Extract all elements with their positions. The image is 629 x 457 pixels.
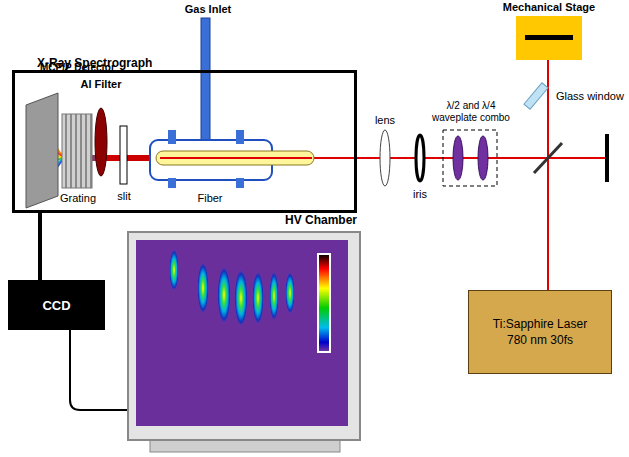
glass-window [524,83,548,110]
gas-cell [236,178,244,188]
waveplates [443,130,497,186]
slit [120,126,127,184]
harmonic-spots [252,270,264,326]
end-mirror [605,134,609,182]
al-filter [95,108,107,176]
lens-label: lens [365,114,405,126]
laser-box: Ti:Sapphire Laser780 nm 30fs [468,290,612,374]
monitor-cable [70,330,130,410]
al-filter [95,108,107,176]
al-filter-label: Al Filter [66,78,136,90]
monitor [128,232,360,440]
harmonic-spots [169,248,179,292]
laser-box-text: Ti:Sapphire Laser [493,316,587,332]
lens [380,130,390,186]
harmonic-spots [285,271,295,315]
monitor [128,232,360,452]
glass-window [524,83,548,110]
monitor [318,254,330,352]
ccd-camera: CCD [8,280,105,330]
mechanical-stage: Mechanical Stage [516,16,582,60]
mcp-detector-text: MCP/P Detector [40,62,115,73]
detector-cable [38,210,42,280]
laser-beam [102,155,155,161]
hv-chamber: X-Ray SpectrographHV ChamberMCP/P Detect… [12,70,357,213]
ccd-camera-text: CCD [42,298,70,313]
gas-cell [236,130,244,144]
laser-beam [547,158,549,290]
gas-inlet-pipe [201,18,210,142]
laser-box-text: 780 nm 30fs [507,332,573,348]
gas-inlet-pipe [201,18,210,142]
beam-splitter [534,143,562,173]
hollow-fiber [156,151,314,165]
harmonic-spots [234,268,248,328]
waveplate-label: λ/2 and λ/4 waveplate combo [424,100,518,124]
stage-block [525,35,573,40]
waveplates [478,136,488,180]
monitor [136,240,348,426]
gas-inlet-label: Gas Inlet [160,3,256,15]
glass-window-label: Glass window [556,90,628,102]
beam-splitter [534,143,562,173]
iris-label: iris [400,188,440,200]
harmonic-spots [269,270,279,322]
harmonic-spots [217,265,231,325]
end-mirror [605,134,609,182]
hollow-fiber [160,157,312,159]
grating [62,114,92,188]
detector-plate [26,93,58,208]
mechanical-stage-text: Mechanical Stage [503,1,595,13]
gas-cell [168,178,176,188]
mcp-detector: MCP/P Detector [18,76,74,210]
fiber-label: Fiber [185,192,235,204]
hv-chamber-text: HV Chamber [285,213,357,227]
lens [380,130,390,186]
iris [416,135,424,181]
stage-block [516,16,582,60]
iris [416,135,424,181]
slit [120,126,127,184]
grating [62,114,92,188]
harmonic-spots [197,261,209,315]
hollow-fiber [156,151,314,165]
harmonic-spots [169,248,295,328]
laser-beam [547,60,549,158]
slit-label: slit [108,190,140,202]
stage-block [516,16,582,60]
waveplates [443,130,497,186]
waveplates [453,136,463,180]
grating-label: Grating [55,192,101,204]
gas-cell [168,130,176,144]
monitor-cable [70,330,130,410]
